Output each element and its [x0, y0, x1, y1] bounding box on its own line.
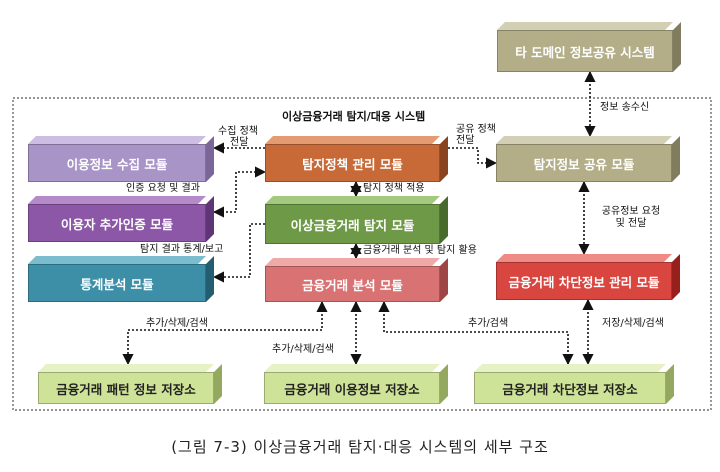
analyze-module-label: 금융거래 분석 모듈 [265, 266, 440, 302]
collect-module-box: 이용정보 수집 모듈 [28, 136, 214, 182]
external-system-label: 타 도메인 정보공유 시스템 [497, 30, 673, 72]
arrow-analyze-pattern [122, 300, 328, 366]
block-module-box: 금융거래 차단정보 관리 모듈 [496, 254, 680, 300]
label-share-request-1: 공유정보 요청 [601, 206, 661, 217]
analyze-module-box: 금융거래 분석 모듈 [265, 258, 448, 302]
auth-module-box: 이용자 추가인증 모듈 [28, 196, 214, 242]
usage-db-label: 금융거래 이용정보 저장소 [264, 372, 440, 404]
label-block-add: 추가/검색 [468, 318, 509, 329]
label-auth-request: 인증 요청 및 결과 [126, 183, 200, 194]
label-share-policy-1: 공유 정책 [456, 124, 496, 135]
external-system-box: 타 도메인 정보공유 시스템 [497, 22, 681, 72]
label-info-exchange: 정보 송수신 [600, 102, 650, 113]
auth-module-label: 이용자 추가인증 모듈 [28, 204, 206, 242]
label-detect-policy: 탐지 정책 적용 [363, 183, 425, 194]
arrow-auth-policy [212, 166, 267, 218]
share-module-box: 탐지정보 공유 모듈 [496, 136, 680, 182]
block-module-label: 금융거래 차단정보 관리 모듈 [496, 262, 672, 300]
policy-module-label: 탐지정책 관리 모듈 [265, 144, 440, 182]
detect-module-label: 이상금융거래 탐지 모듈 [265, 204, 440, 244]
label-collect-policy-2: 전달 [230, 137, 249, 148]
label-usage-crud: 추가/삭제/검색 [272, 344, 334, 355]
block-db-label: 금융거래 차단정보 저장소 [474, 372, 666, 404]
stats-module-label: 통계분석 모듈 [28, 264, 206, 302]
system-title: 이상금융거래 탐지/대응 시스템 [282, 110, 426, 123]
system-boundary [12, 97, 712, 411]
label-block-crud: 저장/삭제/검색 [602, 318, 664, 329]
arrow-analyze-blockdb [378, 300, 574, 366]
label-analysis-use: 금융거래 분석 및 탐지 활용 [363, 245, 477, 256]
policy-module-box: 탐지정책 관리 모듈 [265, 136, 448, 182]
arrow-policy-share [448, 147, 498, 169]
block-db-box: 금융거래 차단정보 저장소 [474, 364, 674, 404]
pattern-db-box: 금융거래 패턴 정보 저장소 [38, 364, 222, 404]
label-pattern-crud: 추가/삭제/검색 [146, 318, 208, 329]
stats-module-box: 통계분석 모듈 [28, 256, 214, 302]
label-detect-report: 탐지 결과 통계/보고 [140, 244, 224, 255]
collect-module-label: 이용정보 수집 모듈 [28, 144, 206, 182]
label-share-policy-2: 전달 [456, 135, 475, 146]
figure-caption: (그림 7-3) 이상금융거래 탐지·대응 시스템의 세부 구조 [171, 438, 549, 456]
share-module-label: 탐지정보 공유 모듈 [496, 144, 672, 182]
arrow-report-stats [212, 223, 265, 283]
pattern-db-label: 금융거래 패턴 정보 저장소 [38, 372, 214, 404]
label-collect-policy-1: 수집 정책 [218, 126, 258, 137]
detect-module-box: 이상금융거래 탐지 모듈 [265, 196, 448, 244]
usage-db-box: 금융거래 이용정보 저장소 [264, 364, 448, 404]
label-share-request-2: 및 전달 [615, 218, 647, 229]
